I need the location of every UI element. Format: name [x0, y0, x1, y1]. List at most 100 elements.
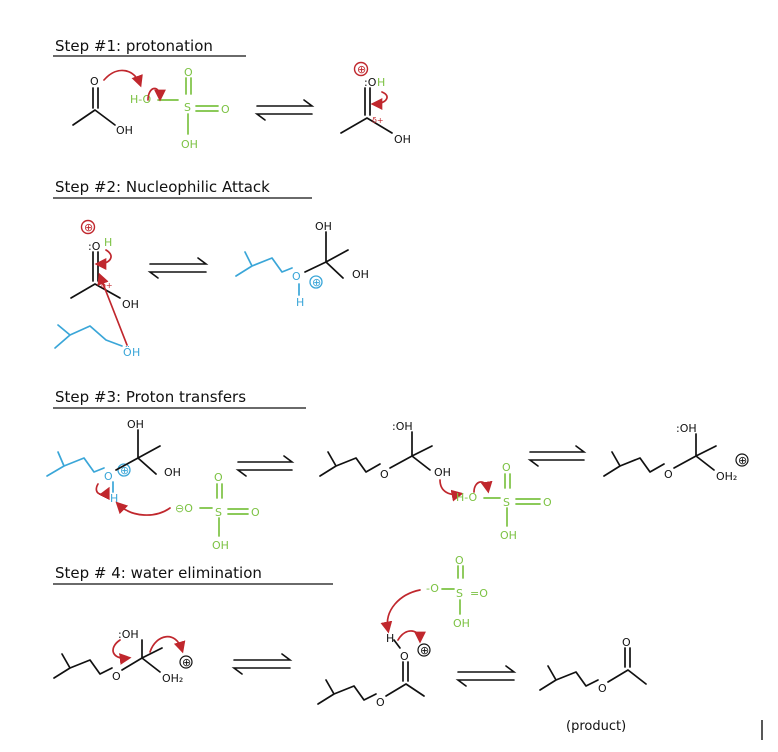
- ether-oxygen: O: [664, 468, 673, 481]
- oxonium-water: OH₂: [162, 672, 183, 685]
- oxonium-oxygen: :O: [88, 240, 101, 253]
- positive-charge: ⊕: [84, 221, 93, 234]
- deprotonation-arrow: [115, 501, 171, 516]
- sulfuric-acid-2: H-O S O O OH: [456, 461, 552, 542]
- ether-oxygen: O: [112, 670, 121, 683]
- positive-charge: ⊕: [120, 464, 129, 477]
- sulfate-hydroxyl: OH: [212, 539, 229, 552]
- sulfonyl-oxygen-top: O: [214, 471, 223, 484]
- charge-circle: [117, 463, 131, 477]
- step-2: Step #2: Nucleophilic Attack :O H ⊕ δ+ O…: [53, 178, 369, 359]
- anionic-oxygen: -O: [426, 582, 439, 595]
- proton-release-arrow: [397, 630, 426, 644]
- hydroxyl-label: OH: [116, 124, 133, 137]
- oxonium-oxygen: O: [292, 270, 301, 283]
- step-2-title: Step #2: Nucleophilic Attack: [55, 178, 270, 196]
- oh-attack-arrow: [439, 479, 464, 502]
- step-3-title: Step #3: Proton transfers: [55, 388, 246, 406]
- anionic-oxygen: ⊖O: [175, 502, 193, 515]
- step-1-title: Step #1: protonation: [55, 37, 213, 55]
- oxonium-water: OH₂: [716, 470, 737, 483]
- base-attack-arrow: [380, 589, 421, 634]
- oxonium-h: H: [110, 492, 118, 505]
- hydroxyl-top: :OH: [118, 628, 139, 641]
- sulfur-atom: S: [503, 496, 510, 509]
- sulfonyl-oxygen-right: =O: [470, 587, 488, 600]
- acid-h-o: H-O: [130, 93, 152, 106]
- charge-circle: [179, 655, 193, 669]
- alcohol-oxygen: Ö: [123, 346, 132, 359]
- hydroxyl-top: OH: [315, 220, 332, 233]
- acid-h-o: H-O: [456, 491, 478, 504]
- neutral-tetrahedral-intermediate: O :OH OH: [319, 420, 451, 481]
- alcohol-h: H: [132, 346, 140, 359]
- sulfonyl-oxygen-top: O: [184, 66, 193, 79]
- oxonium-h: H: [296, 296, 304, 309]
- sulfur-atom: S: [215, 506, 222, 519]
- charge-circle: [309, 275, 323, 289]
- partial-positive: δ+: [372, 116, 384, 125]
- positive-charge: ⊕: [420, 644, 429, 657]
- step-1: Step #1: protonation O OH H-O S O O OH: [53, 37, 411, 151]
- pi-bond-arrow: [94, 249, 112, 270]
- positive-charge: ⊕: [182, 656, 191, 669]
- hydroxyl-label: OH: [122, 298, 139, 311]
- hydroxyl-right: OH: [164, 466, 181, 479]
- sulfonyl-oxygen-top: O: [502, 461, 511, 474]
- step-4: Step # 4: water elimination O :OH OH₂ ⊕ …: [53, 554, 763, 740]
- tetrahedral-intermediate-2: O ⊕ H OH OH: [46, 418, 181, 505]
- equilibrium-arrow-4: [527, 445, 587, 467]
- protonated-acetic-acid: :O H ⊕ δ+ OH: [340, 61, 411, 146]
- sulfonyl-oxygen-right: O: [543, 496, 552, 509]
- sulfonyl-oxygen-right: O: [251, 506, 260, 519]
- elimination-intermediate: O :OH OH₂ ⊕: [53, 628, 193, 685]
- isoamyl-acetate-product: O O: [539, 636, 647, 695]
- ether-oxygen: O: [376, 696, 385, 709]
- resonance-arrow: [370, 91, 388, 110]
- hydroxyl-right: OH: [434, 466, 451, 479]
- positive-charge: ⊕: [312, 276, 321, 289]
- hydroxyl-label: OH: [394, 133, 411, 146]
- protonated-intermediate: O :OH OH₂ ⊕: [603, 422, 749, 483]
- step-4-title: Step # 4: water elimination: [55, 564, 262, 582]
- hydroxyl-right: OH: [352, 268, 369, 281]
- lone-pair-push-arrow: [112, 639, 132, 665]
- equilibrium-arrow-2: [147, 257, 209, 279]
- isoamyl-alcohol: Ö H: [54, 324, 140, 359]
- hydroxyl-top: :OH: [676, 422, 697, 435]
- nucleophilic-attack-arrow: [97, 272, 128, 346]
- equilibrium-arrow-1: [254, 99, 315, 121]
- carbonyl-oxygen: O: [90, 75, 99, 88]
- bisulfate-anion: ⊖O S O O OH: [175, 471, 260, 552]
- charge-circle: [80, 219, 96, 235]
- carbonyl-oxygen: O: [400, 650, 409, 663]
- sulfuric-acid: H-O S O O OH: [130, 66, 230, 151]
- new-proton: H: [377, 76, 385, 89]
- sulfuric-hydroxyl: OH: [181, 138, 198, 151]
- bisulfate-base: -O S O =O OH: [426, 554, 488, 630]
- oxonium-oxygen: O: [104, 470, 113, 483]
- sulfur-atom: S: [456, 587, 463, 600]
- positive-charge-circle: [353, 61, 369, 77]
- oxonium-oxygen: :O: [364, 76, 377, 89]
- sulfonyl-oxygen-top: O: [455, 554, 464, 567]
- carbonyl-oxygen: O: [622, 636, 631, 649]
- protonated-ester: O O ⊕ H: [317, 632, 431, 709]
- bond-break-arrow: [95, 483, 110, 501]
- equilibrium-arrow-3: [235, 455, 295, 477]
- oh-bond-break-arrow: [473, 480, 493, 494]
- hydroxyl-top: OH: [127, 418, 144, 431]
- sulfuric-hydroxyl: OH: [500, 529, 517, 542]
- ether-oxygen: O: [598, 682, 607, 695]
- equilibrium-arrow-5: [231, 653, 293, 675]
- leaving-group-arrow: [149, 635, 186, 654]
- charge-circle: [735, 453, 749, 467]
- ether-oxygen: O: [380, 468, 389, 481]
- arrow-lone-pair-to-h: [103, 69, 143, 88]
- positive-charge: ⊕: [738, 454, 747, 467]
- hydroxyl-top: :OH: [392, 420, 413, 433]
- step-3: Step #3: Proton transfers O ⊕ H OH OH ⊖O…: [46, 388, 749, 552]
- charge-circle: [417, 643, 431, 657]
- sulfonyl-oxygen-right: O: [221, 103, 230, 116]
